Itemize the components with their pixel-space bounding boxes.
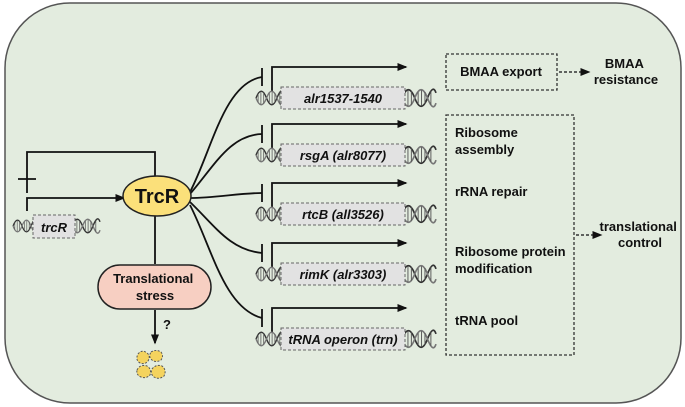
target-gene-box xyxy=(280,262,406,286)
target-repression-lines xyxy=(189,76,263,319)
trcr-gene-locus: trcR xyxy=(11,194,126,239)
bmaa-resistance-label: BMAA resistance xyxy=(594,56,658,87)
target-gene-box xyxy=(280,202,406,226)
target-gene-box xyxy=(280,143,406,167)
svg-text:Translational stress: Translational stress xyxy=(113,271,197,303)
bmaa-export-box: BMAA export xyxy=(445,53,558,91)
target-gene-row: tRNA operon (trn) xyxy=(254,304,438,351)
translational-stress-node: Translational stress xyxy=(97,264,212,310)
svg-text:TrcR: TrcR xyxy=(135,186,180,208)
trna-pool-label: tRNA pool xyxy=(455,313,518,328)
target-gene-box xyxy=(280,327,406,351)
ribosome-protein-modification-label: Ribosome protein modification xyxy=(455,244,569,276)
target-gene-label: rimK (alr3303) xyxy=(300,267,387,282)
trcr-gene-label: trcR xyxy=(41,220,68,235)
target-gene-row: rsgA (alr8077) xyxy=(254,120,438,167)
target-gene-label: alr1537-1540 xyxy=(304,91,383,106)
bmaa-export-label: BMAA export xyxy=(460,64,543,79)
translational-control-label: translational control xyxy=(600,219,681,250)
target-gene-row: alr1537-1540 xyxy=(254,63,438,110)
rrna-repair-label: rRNA repair xyxy=(455,184,527,199)
target-gene-label: tRNA operon (trn) xyxy=(288,332,397,347)
target-gene-label: rtcB (all3526) xyxy=(302,207,384,222)
target-genes: alr1537-1540 rsgA (alr8077) rtcB (all3526)… xyxy=(254,63,438,351)
target-gene-box xyxy=(280,86,406,110)
unknown-link-question-mark: ? xyxy=(163,317,171,332)
translation-functions-box: Ribosome assembly rRNA repair Ribosome p… xyxy=(445,114,575,356)
target-gene-row: rimK (alr3303) xyxy=(254,239,438,286)
ribosome-assembly-label: Ribosome assembly xyxy=(455,125,521,157)
trcr-node: TrcR xyxy=(122,175,192,217)
trcr-gene-box xyxy=(32,214,76,239)
target-gene-label: rsgA (alr8077) xyxy=(300,148,386,163)
granule-cluster-icon xyxy=(136,350,166,379)
target-gene-row: rtcB (all3526) xyxy=(254,179,438,226)
trcr-autorepression xyxy=(18,151,156,193)
